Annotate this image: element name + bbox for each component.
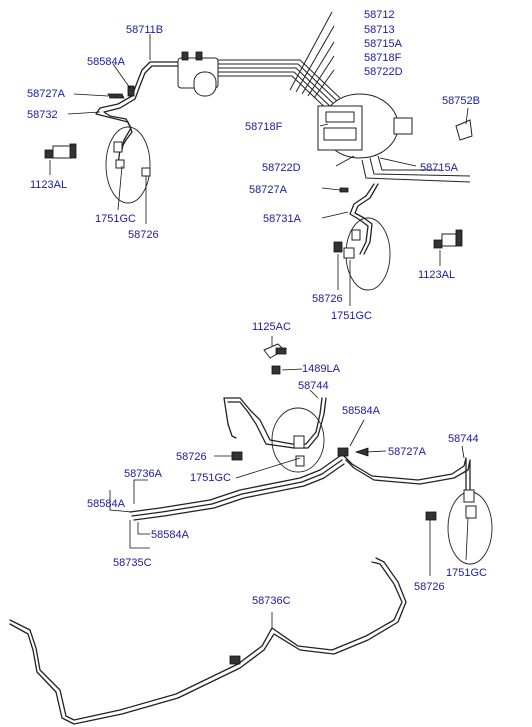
label-58712: 58712	[364, 9, 395, 21]
front-right-brake-assembly	[321, 183, 463, 306]
label-58722D-top: 58722D	[364, 66, 403, 78]
label-58744-right: 58744	[448, 433, 479, 445]
label-1751GC-right: 1751GC	[446, 567, 487, 579]
label-58713: 58713	[364, 24, 395, 36]
label-58726-center: 58726	[176, 451, 207, 463]
label-58727A-mid: 58727A	[249, 184, 288, 196]
label-1751GC-left: 1751GC	[95, 213, 136, 225]
label-58752B: 58752B	[442, 95, 480, 107]
label-58736C: 58736C	[252, 595, 291, 607]
rear-axle-brake-assembly	[109, 389, 493, 576]
label-58584A-top: 58584A	[87, 56, 126, 68]
label-58715A-mid: 58715A	[420, 162, 459, 174]
label-58727A-top: 58727A	[27, 88, 66, 100]
master-cylinder-booster-assembly	[177, 11, 473, 193]
label-58732: 58732	[27, 109, 58, 121]
label-58736A: 58736A	[124, 468, 163, 480]
label-1751GC-mid: 1751GC	[331, 310, 372, 322]
label-58584A-left-1: 58584A	[87, 498, 126, 510]
label-58718F-top: 58718F	[364, 52, 402, 64]
label-1751GC-center: 1751GC	[190, 472, 231, 484]
label-1123AL-left: 1123AL	[30, 179, 67, 191]
front-left-brake-assembly	[44, 34, 183, 224]
label-58722D-mid: 58722D	[262, 162, 301, 174]
label-58744-center: 58744	[298, 380, 329, 392]
label-58726-mid: 58726	[312, 293, 343, 305]
label-58731A: 58731A	[263, 213, 302, 225]
label-58715A-top: 58715A	[364, 38, 403, 50]
label-1489LA: 1489LA	[302, 363, 341, 375]
part-labels: 58711B 58584A 58727A 58732 1123AL 1751GC…	[27, 9, 487, 607]
label-58727A-right: 58727A	[388, 446, 427, 458]
label-58718F-mid: 58718F	[245, 121, 283, 133]
label-58726-right: 58726	[414, 581, 445, 593]
label-58726-left: 58726	[128, 229, 159, 241]
label-1125AC: 1125AC	[252, 321, 291, 333]
label-58584A-center: 58584A	[342, 405, 381, 417]
label-58711B: 58711B	[126, 24, 163, 36]
label-58735C: 58735C	[113, 557, 152, 569]
center-clip-assembly	[263, 336, 303, 375]
label-1123AL-right: 1123AL	[418, 269, 455, 281]
label-58584A-left-2: 58584A	[151, 529, 190, 541]
rear-long-brake-line	[9, 557, 407, 725]
